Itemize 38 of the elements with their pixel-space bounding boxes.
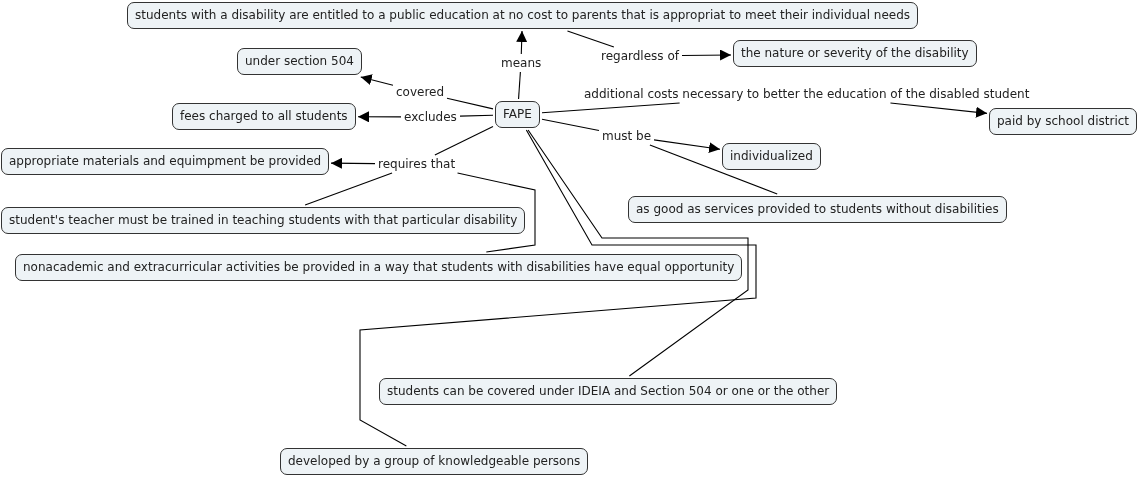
concept-box: student's teacher must be trained in teaching students with that particular disability: [1, 207, 526, 234]
connector-line: [541, 118, 600, 132]
connector-line: [518, 71, 521, 100]
linking-phrase: requires that: [377, 157, 457, 171]
concept-box: nonacademic and extracurricular activities be provided in a way that students with disabilities have equal opportunity: [15, 254, 743, 281]
connector-line: [566, 30, 615, 48]
connector-line: [459, 114, 494, 117]
concept-box: students can be covered under IDEIA and Section 504 or one or the other: [379, 378, 838, 405]
linking-phrase: excludes: [403, 110, 458, 124]
concept-box: students with a disability are entitled to a public education at no cost to parents that is appropriat to meet their individual needs: [127, 2, 919, 29]
linking-phrase: additional costs necessary to better the education of the disabled student: [583, 87, 1031, 101]
connector-line: [649, 144, 778, 195]
arrow: [681, 49, 732, 61]
arrow: [653, 139, 721, 154]
linking-phrase: regardless of: [600, 49, 680, 63]
connector-line: [304, 172, 393, 206]
connector-line: [446, 97, 494, 110]
concept-box: under section 504: [237, 48, 362, 75]
linking-phrase: covered: [395, 85, 446, 99]
concept-box: appropriate materials and equimpment be provided: [1, 148, 330, 175]
concept-box: paid by school district: [989, 108, 1138, 135]
arrow: [357, 111, 402, 123]
connector-line: [541, 102, 681, 114]
connector-line: [434, 125, 494, 156]
concept-box: as good as services provided to students without disabilities: [628, 196, 1007, 223]
linking-phrase: must be: [601, 129, 653, 143]
concept-box: fees charged to all students: [172, 103, 356, 130]
connector-line: [359, 129, 757, 447]
connector-line: [527, 129, 749, 377]
arrow: [330, 157, 376, 169]
arrow: [516, 30, 528, 55]
concept-box: individualized: [722, 143, 821, 170]
arrow: [360, 74, 394, 86]
connector-line: [456, 172, 536, 253]
concept-box: the nature or severity of the disability: [733, 40, 977, 67]
arrow: [889, 102, 988, 118]
concept-box: developed by a group of knowledgeable persons: [280, 448, 589, 475]
concept-box: FAPE: [495, 101, 540, 128]
